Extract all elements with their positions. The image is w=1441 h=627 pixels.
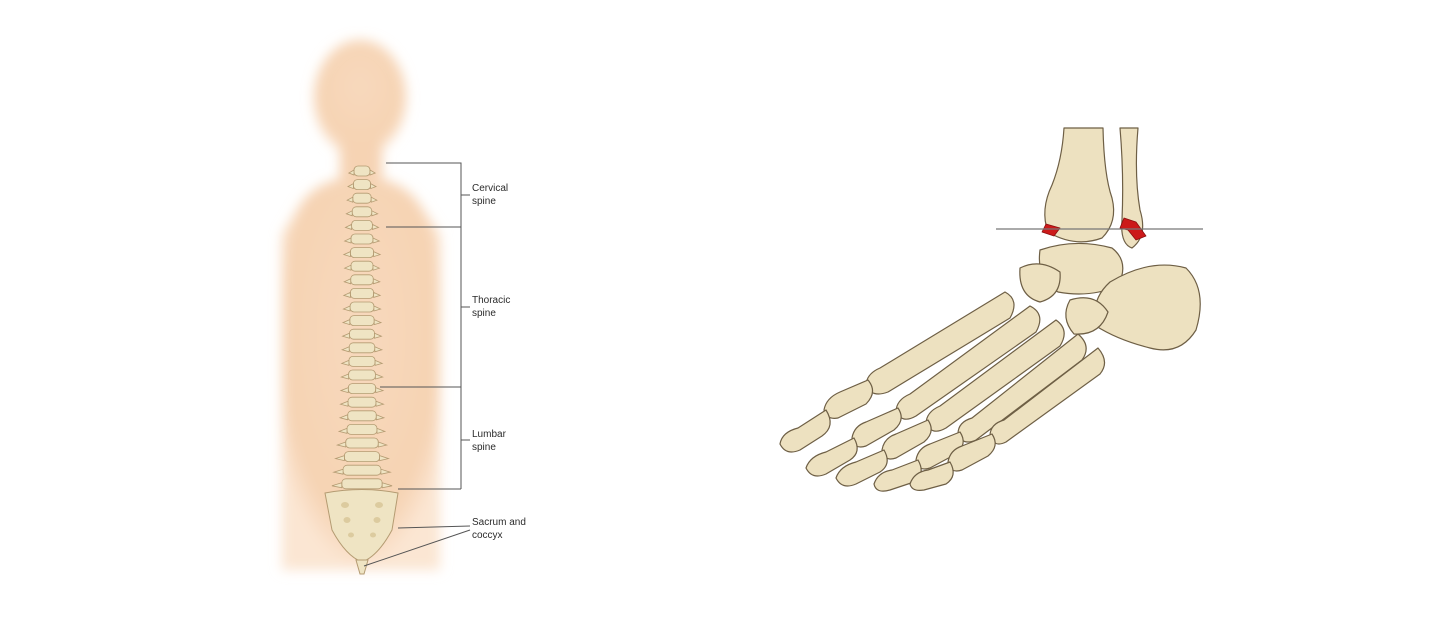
vertebra — [347, 179, 377, 191]
vertebra — [342, 301, 382, 313]
label-lumbar-spine: Lumbar spine — [472, 429, 506, 453]
vertebra — [343, 233, 381, 245]
vertebra — [343, 260, 381, 272]
lumbar-bracket — [398, 387, 470, 490]
vertebra — [342, 287, 382, 299]
navicular — [1019, 263, 1061, 303]
metatarsals-and-toes — [779, 291, 1106, 492]
fourth-ray — [957, 333, 1087, 443]
vertebra — [343, 274, 381, 286]
vertebra — [332, 464, 392, 476]
second-ray — [895, 305, 1041, 420]
vertebra — [340, 369, 384, 381]
vertebra — [340, 342, 384, 354]
vertebra — [346, 192, 378, 204]
vertebra — [345, 206, 379, 218]
vertebra — [337, 423, 387, 435]
vertebra — [338, 410, 386, 422]
foot-ankle-figure — [779, 127, 1203, 492]
vertebra — [331, 478, 393, 490]
third-ray — [925, 319, 1065, 432]
sacrum-and-coccyx — [324, 489, 399, 575]
label-sacrum-and-coccyx: Sacrum and coccyx — [472, 517, 526, 541]
first-ray — [865, 291, 1015, 395]
vertebra — [339, 383, 385, 395]
spine-region-brackets — [363, 162, 471, 567]
fifth-ray — [989, 347, 1106, 445]
vertebra — [340, 355, 384, 367]
vertebra — [344, 219, 380, 231]
spine-figure — [282, 40, 471, 575]
vertebral-column — [331, 165, 393, 490]
label-cervical-spine: Cervical spine — [472, 183, 509, 207]
vertebra — [341, 315, 383, 327]
tibia — [1044, 127, 1115, 243]
sacrum-pointer — [363, 525, 471, 567]
vertebra — [341, 328, 383, 340]
vertebra — [335, 437, 389, 449]
thoracic-bracket — [380, 227, 470, 388]
vertebra — [334, 451, 390, 463]
cuboid — [1065, 297, 1109, 335]
cervical-bracket — [386, 162, 470, 228]
fibula — [1119, 127, 1144, 249]
vertebra — [347, 165, 377, 177]
label-thoracic-spine: Thoracic spine — [472, 295, 511, 319]
vertebra — [342, 247, 382, 259]
vertebra — [339, 396, 385, 408]
